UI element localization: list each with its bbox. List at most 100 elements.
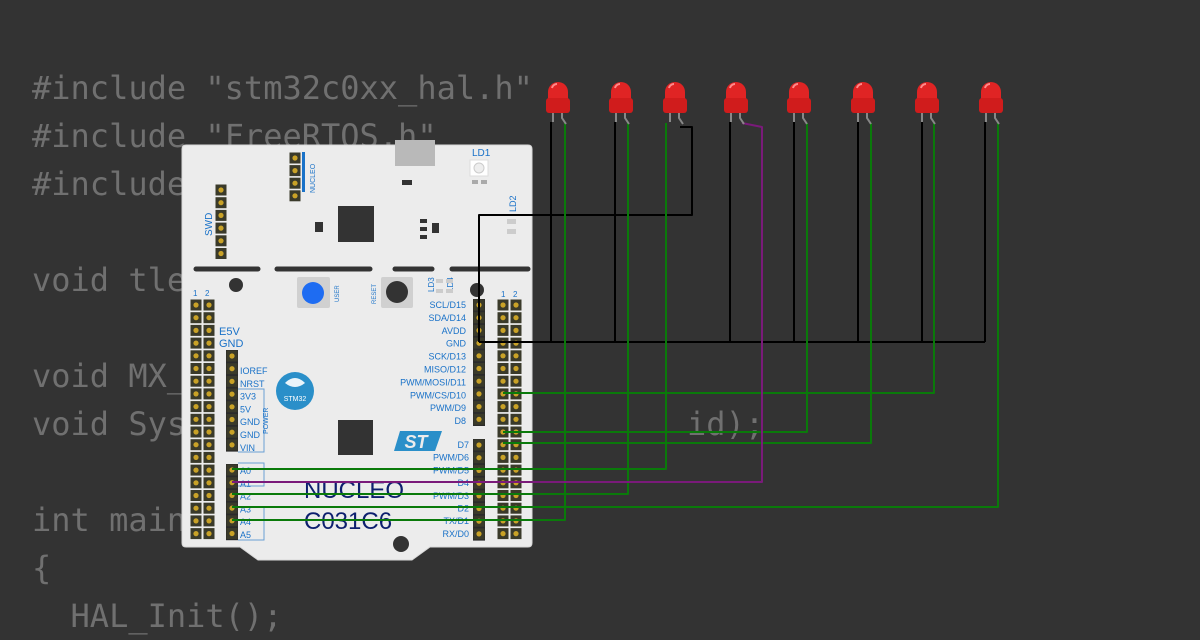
ld1-label: LD1	[472, 148, 491, 159]
header-pin-hole	[206, 391, 212, 397]
stm32-logo-text: STM32	[284, 396, 307, 403]
header-pin-hole	[476, 391, 482, 397]
ld2-label: LD2	[508, 195, 518, 212]
led-red[interactable]	[663, 82, 687, 125]
gnd-label: GND	[219, 338, 244, 350]
pin-label: SDA/D14	[428, 313, 466, 323]
left-pin-label-1: 1	[193, 289, 198, 298]
led-red[interactable]	[915, 82, 939, 125]
code-line: void MX_	[32, 357, 187, 395]
code-line: int main	[32, 501, 187, 539]
left-pin-label-2: 2	[205, 289, 210, 298]
header-pin-hole	[206, 302, 212, 308]
header-pin-hole	[206, 315, 212, 321]
header-pin-hole	[193, 442, 199, 448]
code-background: #include "stm32c0xx_hal.h"#include "Free…	[32, 64, 764, 640]
pin-label: MISO/D12	[424, 365, 466, 375]
pin-label: GND	[240, 430, 261, 440]
nucleo-board[interactable]: SWD NUCLEO LD1 LD2 LD3 LD4 USER RESET	[181, 140, 533, 561]
header-pin-hole	[193, 327, 199, 333]
header-pin-hole	[218, 200, 224, 206]
led-red[interactable]	[609, 82, 633, 125]
header-pin-hole	[229, 378, 235, 384]
led-red[interactable]	[851, 82, 875, 125]
header-pin-hole	[218, 238, 224, 244]
header-pin-hole	[500, 404, 506, 410]
header-pin-hole	[206, 480, 212, 486]
header-pin-hole	[218, 212, 224, 218]
header-pin-hole	[193, 492, 199, 499]
pin-label: TX/D1	[443, 516, 469, 526]
wire	[232, 123, 999, 508]
header-pin-hole	[206, 531, 212, 537]
header-pin-hole	[292, 168, 298, 174]
power-header	[226, 350, 238, 452]
code-line: #include "stm32c0xx_hal.h"	[32, 69, 533, 107]
nucleo-small-label: NUCLEO	[310, 163, 317, 193]
led-red[interactable]	[979, 82, 1003, 125]
header-pin-hole	[193, 365, 199, 372]
stm32-logo: STM32	[276, 372, 314, 410]
header-pin-hole	[500, 327, 506, 333]
e5v-label: E5V	[219, 326, 240, 338]
usb-connector	[395, 140, 435, 166]
pin-label: RX/D0	[442, 529, 469, 539]
header-pin-hole	[513, 404, 519, 410]
ld3-label: LD3	[427, 277, 436, 292]
header-pin-hole	[206, 353, 212, 359]
pin-label: A2	[240, 492, 251, 502]
power-label: POWER	[263, 408, 270, 434]
header-pin-hole	[229, 442, 235, 448]
wire	[232, 122, 763, 483]
header-pin-hole	[193, 302, 199, 308]
header-pin-hole	[513, 353, 519, 359]
header-pin-hole	[193, 480, 199, 486]
board-name-line2: C031C6	[304, 508, 392, 535]
header-pin-hole	[500, 315, 506, 321]
stlink-chip	[338, 206, 374, 242]
header-pin-hole	[193, 340, 199, 346]
header-pin-hole	[500, 353, 506, 359]
reset-button[interactable]	[381, 277, 413, 308]
wire	[503, 123, 935, 394]
pin-label: A5	[240, 530, 251, 540]
header-pin-hole	[206, 327, 212, 333]
st-logo-text: ST	[404, 432, 429, 452]
header-pin-hole	[193, 531, 199, 537]
header-pin-hole	[476, 365, 482, 372]
led-red[interactable]	[724, 82, 748, 125]
header-pin-hole	[513, 416, 519, 422]
header-pin-hole	[229, 416, 235, 423]
header-pin-hole	[218, 250, 224, 257]
header-pin-hole	[193, 404, 199, 410]
wire	[232, 123, 629, 495]
code-line: #include	[32, 165, 187, 203]
header-pin-hole	[476, 442, 482, 448]
morpho-header-left	[190, 299, 215, 540]
pin-label: PWM/D3	[433, 491, 469, 501]
led-red[interactable]	[787, 82, 811, 125]
header-pin-hole	[513, 531, 519, 537]
header-pin-hole	[292, 180, 298, 186]
pin-label: 5V	[240, 404, 251, 414]
pin-label: D4	[457, 478, 469, 488]
wire	[503, 123, 872, 444]
pin-label: AVDD	[442, 326, 467, 336]
right-pin-label-2: 2	[513, 290, 518, 299]
pin-label: A1	[240, 479, 251, 489]
header-pin-hole	[206, 340, 212, 346]
header-pin-hole	[229, 366, 235, 372]
header-pin-hole	[476, 353, 482, 359]
analog-header	[226, 464, 238, 541]
led-red[interactable]	[546, 82, 570, 125]
header-pin-hole	[218, 187, 224, 193]
header-pin-hole	[513, 454, 519, 460]
header-pin-hole	[193, 429, 199, 435]
header-pin-hole	[206, 467, 212, 473]
user-button[interactable]	[297, 277, 330, 308]
header-pin-hole	[500, 378, 506, 384]
pin-label: PWM/D6	[433, 453, 469, 463]
header-pin-hole	[500, 531, 506, 537]
header-pin-hole	[513, 315, 519, 321]
pin-label: PWM/CS/D10	[410, 390, 466, 400]
